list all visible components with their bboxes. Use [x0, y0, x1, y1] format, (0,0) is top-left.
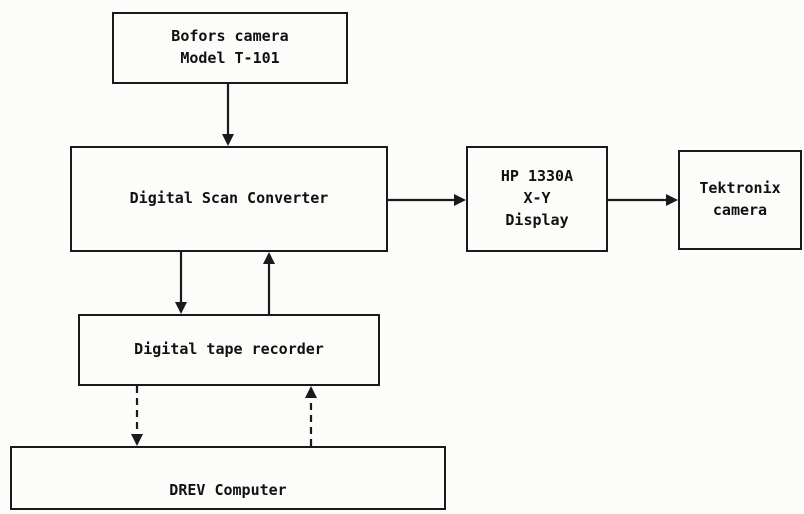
arrowhead-recorder-to-converter	[263, 252, 275, 264]
tape-recorder-label: Digital tape recorder	[134, 340, 324, 359]
drev-computer-box: DREV Computer	[10, 446, 446, 510]
arrowhead-converter-to-display	[454, 194, 466, 206]
hp-display-label-line1: HP 1330A	[500, 167, 574, 186]
arrowhead-camera-to-converter	[222, 134, 234, 146]
arrowhead-display-to-tektronix	[666, 194, 678, 206]
bofors-camera-label-line1: Bofors camera	[171, 27, 289, 46]
bofors-camera-label-line2: Model T-101	[180, 49, 280, 67]
arrowhead-recorder-to-computer	[131, 434, 143, 446]
arrowhead-converter-to-recorder	[175, 302, 187, 314]
arrowhead-computer-to-recorder	[305, 386, 317, 398]
tektronix-camera-label-line1: Tektronix	[699, 179, 781, 198]
scan-converter-box: Digital Scan Converter	[70, 146, 388, 252]
bofors-camera-box: Bofors camera Model T-101	[112, 12, 348, 84]
hp-display-label-line3: Display	[505, 210, 569, 229]
tape-recorder-box: Digital tape recorder	[78, 314, 380, 386]
hp-display-box: HP 1330A X-Y Display	[466, 146, 608, 252]
tektronix-camera-label-line2: camera	[712, 201, 768, 219]
hp-display-label-line2: X-Y	[523, 189, 551, 208]
drev-computer-label: DREV Computer	[169, 481, 287, 500]
tektronix-camera-box: Tektronix camera	[678, 150, 802, 250]
scan-converter-label: Digital Scan Converter	[129, 189, 329, 208]
